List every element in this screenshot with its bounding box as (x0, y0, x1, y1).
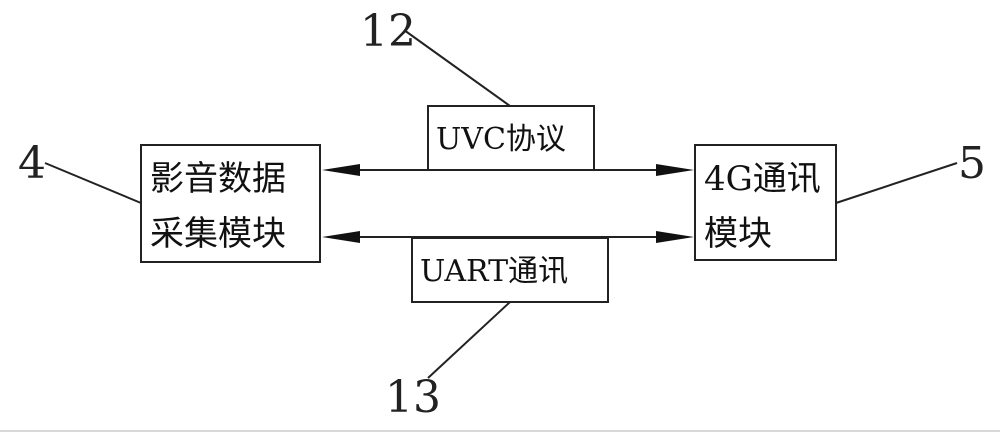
ref-number-13: 13 (385, 372, 441, 423)
leader-line-13 (427, 301, 511, 379)
upper-arrowhead-right (656, 164, 694, 176)
upper-arrowhead-left (322, 164, 360, 176)
av-capture-module-box (140, 144, 321, 263)
uart-comm-box (411, 237, 609, 303)
4g-module-box (694, 144, 837, 261)
leader-line-5 (835, 162, 958, 204)
av-capture-module-line2: 采集模块 (150, 214, 286, 254)
uvc-protocol-box (427, 105, 595, 171)
4g-module-line2: 模块 (704, 214, 772, 254)
av-capture-module-line1: 影音数据 (150, 159, 286, 199)
uart-comm-label: UART通讯 (420, 254, 568, 289)
4g-module-line1: 4G通讯 (704, 159, 821, 199)
lower-arrowhead-left (322, 231, 360, 243)
uvc-protocol-label: UVC协议 (436, 122, 566, 157)
ref-number-4: 4 (18, 138, 46, 189)
ref-number-5: 5 (958, 138, 986, 189)
leader-line-12 (403, 29, 511, 107)
leader-line-4 (44, 162, 142, 204)
lower-arrowhead-right (656, 231, 694, 243)
